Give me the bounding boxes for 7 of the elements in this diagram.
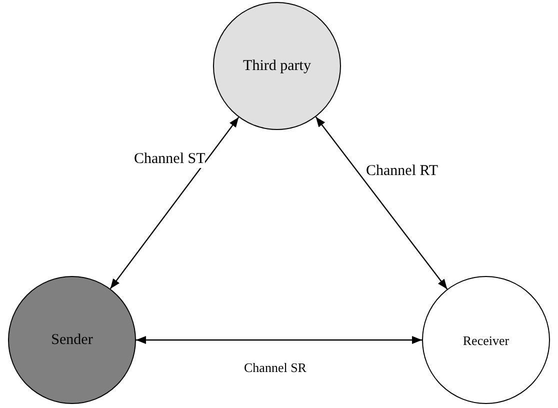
double-arrow [315, 116, 448, 290]
edge-label: Channel ST [134, 151, 206, 168]
double-arrow [110, 116, 240, 290]
node-label: Receiver [462, 332, 510, 350]
node-label: Sender [50, 330, 94, 350]
double-arrow [136, 336, 422, 344]
node-label: Third party [242, 56, 312, 76]
